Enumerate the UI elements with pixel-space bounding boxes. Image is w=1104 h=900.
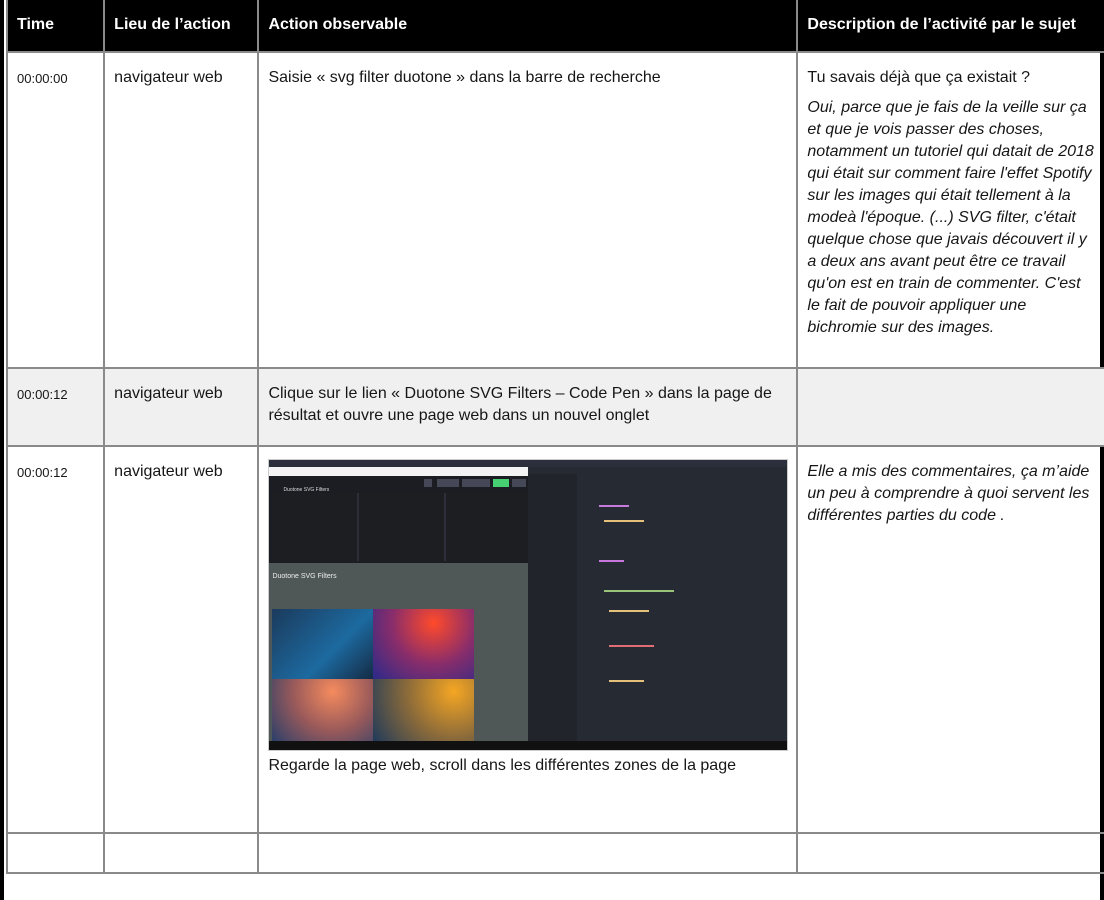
subject-answer: Oui, parce que je fais de la veille sur … (807, 99, 1094, 336)
table-header-row: Time Lieu de l’action Action observable … (5, 0, 1104, 53)
browser-tabs (269, 460, 788, 467)
action-text: Regarde la page web, scroll dans les dif… (268, 757, 736, 774)
table-row (5, 832, 1104, 874)
codepen-button (437, 479, 460, 487)
codepen-title: Duotone SVG Filters (283, 487, 330, 493)
taskbar (269, 741, 788, 750)
cell-time: 00:00:12 (5, 445, 106, 834)
header-description: Description de l’activité par le sujet (796, 0, 1104, 53)
table-row: 00:00:12 navigateur web Duotone SVG Filt… (5, 445, 1104, 834)
activity-table: Time Lieu de l’action Action observable … (5, 0, 1104, 874)
duotone-yellow-image (373, 679, 475, 741)
codepen-signup-button (493, 479, 510, 487)
code-line (599, 560, 625, 562)
cell-lieu: navigateur web (103, 51, 260, 369)
cell-time: 00:00:00 (5, 51, 106, 369)
cell-action: Duotone SVG Filters Duotone SVG Filters (257, 445, 799, 834)
cell-description: Elle a mis des commentaires, ça m’aide u… (796, 445, 1104, 834)
table-row: 00:00:12 navigateur web Clique sur le li… (5, 367, 1104, 447)
cell-time: 00:00:12 (5, 367, 106, 447)
code-line (609, 645, 655, 647)
cell-lieu: navigateur web (103, 367, 260, 447)
code-line (609, 610, 650, 612)
duotone-orange-image (272, 679, 374, 741)
subject-answer: Elle a mis des commentaires, ça m’aide u… (807, 463, 1090, 524)
table-row: 00:00:00 navigateur web Saisie « svg fil… (5, 51, 1104, 369)
header-lieu: Lieu de l’action (103, 0, 260, 53)
screen-capture-image: Duotone SVG Filters Duotone SVG Filters (268, 459, 789, 751)
result-title: Duotone SVG Filters (272, 573, 337, 580)
duotone-red-image (373, 609, 475, 679)
codepen-button (424, 479, 433, 487)
browser-url-bar (269, 467, 529, 476)
cell-lieu (103, 832, 260, 874)
cell-action: Clique sur le lien « Duotone SVG Filters… (257, 367, 799, 447)
codepen-button (462, 479, 491, 487)
header-time: Time (5, 0, 106, 53)
css-editor (357, 493, 445, 561)
js-editor (444, 493, 531, 561)
cell-action (257, 832, 799, 874)
cell-description: Tu savais déjà que ça existait ? Oui, pa… (796, 51, 1104, 369)
code-line (604, 590, 675, 592)
codepen-login-button (512, 479, 527, 487)
cell-description (796, 367, 1104, 447)
file-tree (528, 474, 578, 742)
cell-time (5, 832, 106, 874)
code-line (599, 505, 630, 507)
cell-lieu: navigateur web (103, 445, 260, 834)
header-action: Action observable (257, 0, 799, 53)
code-editors (272, 493, 531, 561)
code-line (609, 680, 645, 682)
cell-description (796, 832, 1104, 874)
duotone-blue-image (272, 609, 374, 679)
cell-action: Saisie « svg filter duotone » dans la ba… (257, 51, 799, 369)
code-line (604, 520, 645, 522)
interview-question: Tu savais déjà que ça existait ? (807, 69, 1031, 86)
